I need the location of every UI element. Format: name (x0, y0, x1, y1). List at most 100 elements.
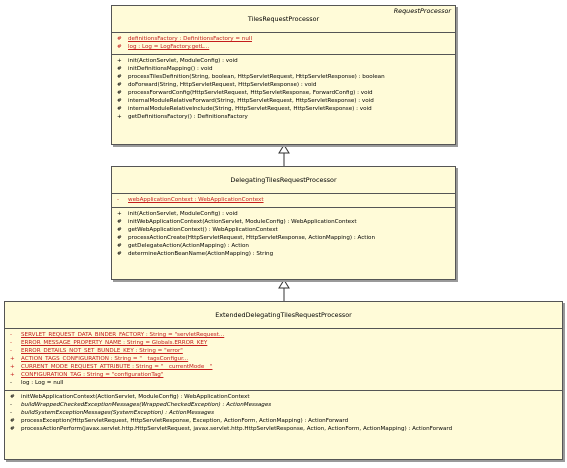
operation-row[interactable]: #processActionCreate(HttpServletRequest,… (112, 234, 455, 242)
operation-row[interactable]: # internalModuleRelativeForward(String, H… (112, 97, 455, 105)
member-signature: init(ActionServlet, ModuleConfig) : void (128, 58, 238, 64)
operation-row[interactable]: # getWebApplicationContext() : WebApplica… (112, 226, 455, 234)
parent-class-label: RequestProcessor (393, 7, 451, 15)
attributes-compartment: # definitionsFactory : DefinitionsFactory… (112, 33, 455, 55)
member-signature: webApplicationContext : WebApplicationCo… (128, 197, 264, 203)
member-signature: log : Log = null (21, 380, 64, 386)
operation-row[interactable]: #processForwardConfig(HttpServletRequest… (112, 89, 455, 97)
visibility-marker: - (10, 410, 13, 416)
operation-row[interactable]: # processActionPerform(javax.servlet.http… (5, 425, 562, 433)
member-signature: ERROR_DETAILS_NOT_SET_BUNDLE_KEY : Strin… (21, 348, 183, 354)
class-header: ExtendedDelegatingTilesRequestProcessor (5, 302, 562, 329)
operations-compartment: + init(ActionServlet, ModuleConfig) : voi… (112, 55, 455, 123)
visibility-marker: # (117, 251, 122, 257)
visibility-marker: - (10, 402, 13, 408)
attribute-row[interactable]: + CONFIGURATION_TAG : String = "configura… (5, 371, 562, 379)
member-signature: init(ActionServlet, ModuleConfig) : void (128, 211, 238, 217)
class-header: TilesRequestProcessor RequestProcessor (112, 6, 455, 33)
member-signature: buildSystemExceptionMessages(SystemExcep… (21, 410, 215, 416)
visibility-marker: + (117, 58, 122, 64)
visibility-marker: # (117, 98, 122, 104)
attribute-row[interactable]: # log : Log = LogFactory.getL... (112, 43, 455, 51)
visibility-marker: # (117, 227, 122, 233)
class-extended-delegating-tiles-request-processor[interactable]: ExtendedDelegatingTilesRequestProcessor … (4, 301, 563, 460)
generalization-delegating-to-tiles (278, 144, 290, 166)
member-signature: definitionsFactory : DefinitionsFactory … (128, 36, 252, 42)
operation-row[interactable]: # initWebApplicationContext(ActionServlet… (112, 218, 455, 226)
member-signature: ERROR_MESSAGE_PROPERTY_NAME : String = G… (21, 340, 208, 346)
operation-row[interactable]: -buildWrappedCheckedExceptionMessages(Wr… (5, 401, 562, 409)
visibility-marker: + (10, 356, 15, 362)
operation-row[interactable]: # processTilesDefinition(String, boolean,… (112, 73, 455, 81)
member-signature: CURRENT_MODE_REQUEST_ATTRIBUTE : String … (21, 364, 213, 370)
visibility-marker: - (10, 332, 13, 338)
member-signature: getDelegateAction(ActionMapping) : Actio… (128, 243, 249, 249)
visibility-marker: # (117, 219, 122, 225)
operation-row[interactable]: - buildSystemExceptionMessages(SystemExce… (5, 409, 562, 417)
generalization-extended-to-delegating (278, 279, 290, 301)
attribute-row[interactable]: - ERROR_MESSAGE_PROPERTY_NAME : String = … (5, 339, 562, 347)
visibility-marker: # (117, 66, 122, 72)
member-signature: processTilesDefinition(String, boolean, … (128, 74, 385, 80)
class-name: ExtendedDelegatingTilesRequestProcessor (215, 311, 352, 319)
visibility-marker: - (10, 380, 13, 386)
operation-row[interactable]: # processException(HttpServletRequest, Ht… (5, 417, 562, 425)
visibility-marker: + (10, 364, 15, 370)
visibility-marker: # (117, 106, 122, 112)
member-signature: ACTION_TAGS_CONFIGURATION : String = "__… (21, 356, 189, 362)
operation-row[interactable]: + init(ActionServlet, ModuleConfig) : voi… (112, 210, 455, 218)
attribute-row[interactable]: + CURRENT_MODE_REQUEST_ATTRIBUTE : String… (5, 363, 562, 371)
class-name: DelegatingTilesRequestProcessor (230, 176, 337, 184)
operation-row[interactable]: # getDelegateAction(ActionMapping) : Acti… (112, 242, 455, 250)
class-tiles-request-processor[interactable]: TilesRequestProcessor RequestProcessor #… (111, 5, 456, 145)
member-signature: SERVLET_REQUEST_DATA_BINDER_FACTORY : St… (21, 332, 225, 338)
visibility-marker: # (117, 36, 122, 42)
attribute-row[interactable]: - webApplicationContext : WebApplicationC… (112, 196, 455, 204)
member-signature: getDefinitionsFactory() : DefinitionsFac… (128, 114, 248, 120)
operation-row[interactable]: + getDefinitionsFactory() : DefinitionsFa… (112, 113, 455, 121)
visibility-marker: # (10, 426, 15, 432)
member-signature: initWebApplicationContext(ActionServlet,… (21, 394, 250, 400)
member-signature: getWebApplicationContext() : WebApplicat… (128, 227, 278, 233)
visibility-marker: - (10, 340, 13, 346)
member-signature: processException(HttpServletRequest, Htt… (21, 418, 349, 424)
member-signature: internalModuleRelativeInclude(String, Ht… (128, 106, 372, 112)
operation-row[interactable]: # internalModuleRelativeInclude(String, H… (112, 105, 455, 113)
member-signature: determineActionBeanName(ActionMapping) :… (128, 251, 274, 257)
operation-row[interactable]: + init(ActionServlet, ModuleConfig) : voi… (112, 57, 455, 65)
member-signature: processActionPerform(javax.servlet.http.… (21, 426, 453, 432)
attribute-row[interactable]: - SERVLET_REQUEST_DATA_BINDER_FACTORY : S… (5, 331, 562, 339)
visibility-marker: # (117, 243, 122, 249)
member-signature: log : Log = LogFactory.getL... (128, 44, 210, 50)
attribute-row[interactable]: + ACTION_TAGS_CONFIGURATION : String = "_… (5, 355, 562, 363)
class-name: TilesRequestProcessor (247, 15, 320, 23)
member-signature: initWebApplicationContext(ActionServlet,… (128, 219, 357, 225)
operation-row[interactable]: # initDefinitionsMapping() : void (112, 65, 455, 73)
operations-compartment: # initWebApplicationContext(ActionServlet… (5, 391, 562, 435)
visibility-marker: + (117, 211, 122, 217)
attribute-row[interactable]: - log : Log = null (5, 379, 562, 387)
operation-row[interactable]: # determineActionBeanName(ActionMapping) … (112, 250, 455, 258)
operation-row[interactable]: # doForward(String, HttpServletRequest, H… (112, 81, 455, 89)
visibility-marker: # (10, 418, 15, 424)
visibility-marker: + (10, 372, 15, 378)
member-signature: processForwardConfig(HttpServletRequest,… (128, 90, 373, 96)
operation-row[interactable]: # initWebApplicationContext(ActionServlet… (5, 393, 562, 401)
member-signature: doForward(String, HttpServletRequest, Ht… (128, 82, 317, 88)
visibility-marker: # (117, 235, 122, 241)
class-delegating-tiles-request-processor[interactable]: DelegatingTilesRequestProcessor - webAppl… (111, 166, 456, 280)
attribute-row[interactable]: # definitionsFactory : DefinitionsFactory… (112, 35, 455, 43)
attribute-row[interactable]: -ERROR_DETAILS_NOT_SET_BUNDLE_KEY : Stri… (5, 347, 562, 355)
member-signature: internalModuleRelativeForward(String, Ht… (128, 98, 374, 104)
member-signature: CONFIGURATION_TAG : String = "configurat… (21, 372, 164, 378)
attributes-compartment: - SERVLET_REQUEST_DATA_BINDER_FACTORY : S… (5, 329, 562, 391)
visibility-marker: - (117, 197, 120, 203)
visibility-marker: # (10, 394, 15, 400)
visibility-marker: + (117, 114, 122, 120)
visibility-marker: # (117, 82, 122, 88)
visibility-marker: # (117, 44, 122, 50)
class-header: DelegatingTilesRequestProcessor (112, 167, 455, 194)
attributes-compartment: - webApplicationContext : WebApplicationC… (112, 194, 455, 208)
member-signature: initDefinitionsMapping() : void (128, 66, 213, 72)
visibility-marker: # (117, 74, 122, 80)
